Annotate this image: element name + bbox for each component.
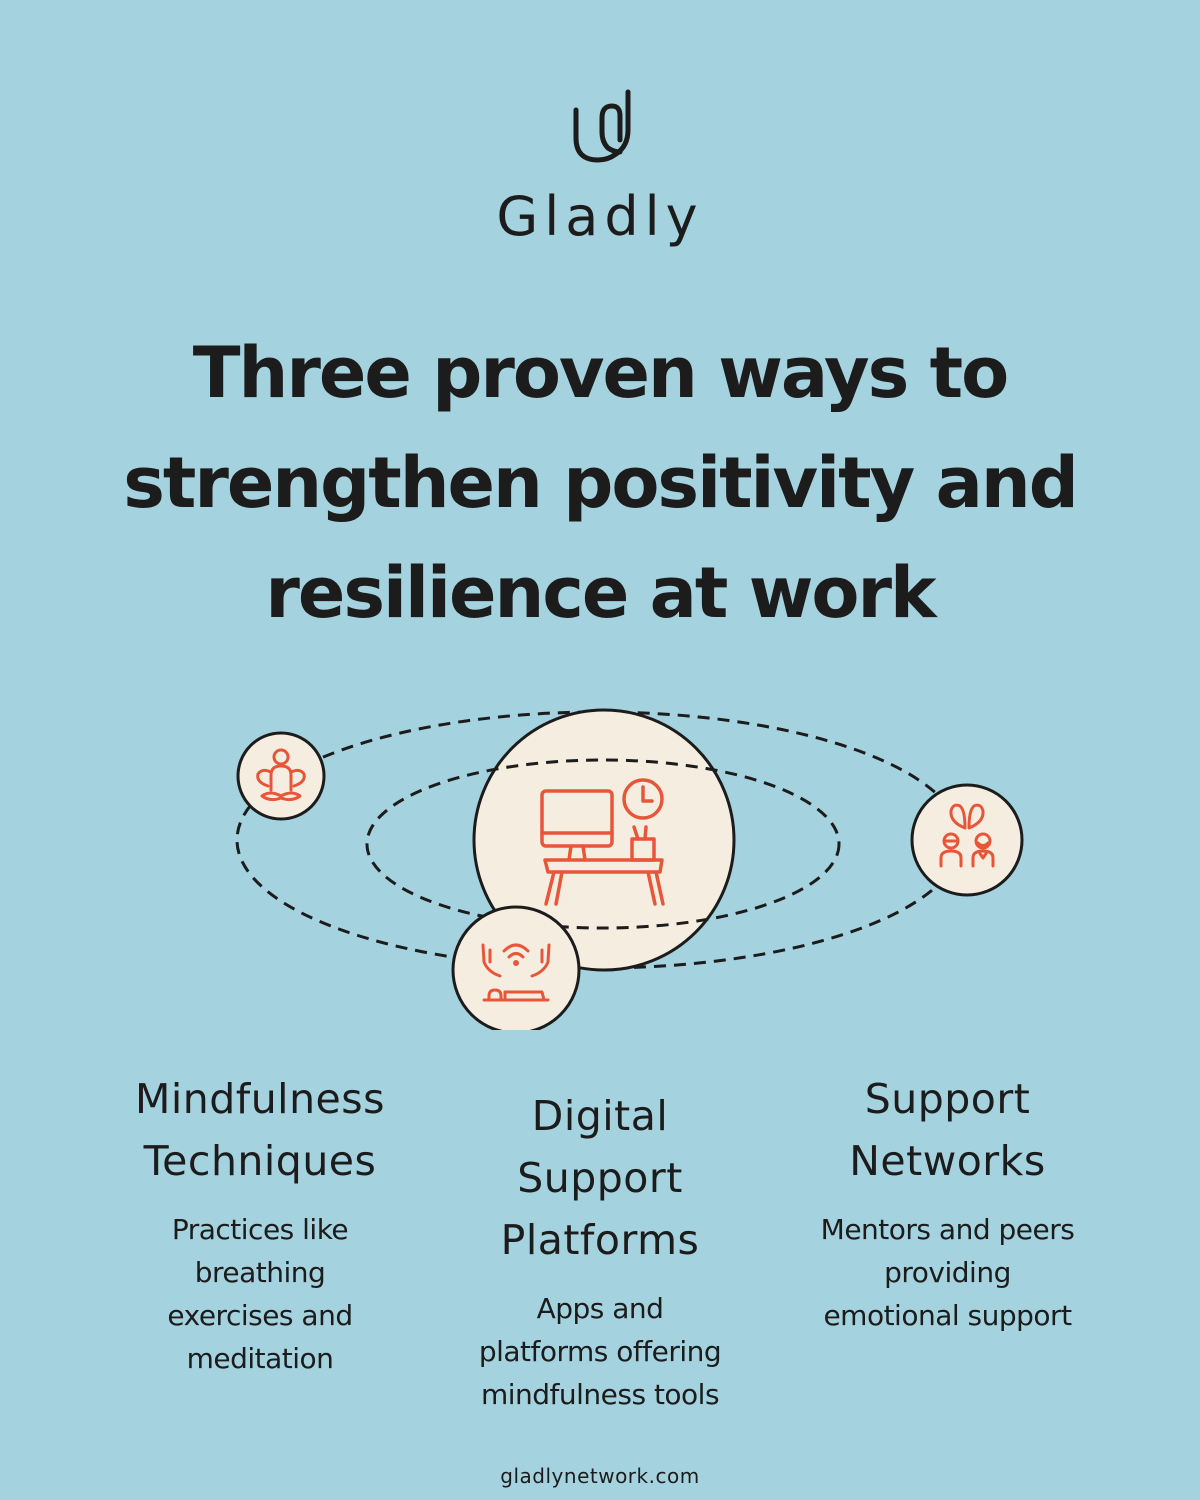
wireless-hands-icon <box>451 905 581 1030</box>
card-desc-line: Mentors and peers <box>820 1213 1075 1246</box>
card-digital-support-platforms: Digital Support Platforms Apps and platf… <box>430 1085 770 1416</box>
card-title-line: Mindfulness <box>134 1075 386 1123</box>
card-description: Mentors and peers providing emotional su… <box>775 1208 1120 1337</box>
card-desc-line: mindfulness tools <box>480 1378 720 1411</box>
support-people-heart-icon <box>910 783 1024 897</box>
orbit-illustration <box>235 708 1024 1030</box>
card-desc-line: Apps and <box>536 1292 664 1325</box>
footer-website-url: gladlynetwork.com <box>500 1464 700 1488</box>
card-description: Apps and platforms offering mindfulness … <box>430 1287 770 1416</box>
card-title-line: Techniques <box>143 1137 377 1185</box>
card-title: Digital Support Platforms <box>430 1085 770 1271</box>
card-desc-line: breathing <box>194 1256 326 1289</box>
paperclip-logo-icon <box>573 89 631 163</box>
card-desc-line: meditation <box>186 1342 334 1375</box>
inner-orbit <box>365 758 841 930</box>
card-title-line: Networks <box>849 1137 1046 1185</box>
card-mindfulness-techniques: Mindfulness Techniques Practices like br… <box>90 1068 430 1380</box>
brand-name: Gladly <box>496 185 704 248</box>
card-title-line: Digital <box>531 1092 669 1140</box>
page-title: Three proven ways to strengthen positivi… <box>60 318 1140 648</box>
card-desc-line: providing <box>884 1256 1011 1289</box>
card-title-line: Support <box>864 1075 1031 1123</box>
card-desc-line: platforms offering <box>478 1335 722 1368</box>
card-desc-line: Practices like <box>171 1213 349 1246</box>
card-desc-line: emotional support <box>823 1299 1072 1332</box>
card-desc-line: exercises and <box>167 1299 353 1332</box>
meditation-icon <box>236 731 326 821</box>
headline-line: Three proven ways to <box>192 332 1009 414</box>
card-support-networks: Support Networks Mentors and peers provi… <box>775 1068 1120 1337</box>
headline-line: resilience at work <box>265 552 936 634</box>
card-title: Support Networks <box>775 1068 1120 1192</box>
card-title-line: Platforms <box>500 1216 700 1264</box>
card-title: Mindfulness Techniques <box>90 1068 430 1192</box>
headline-line: strengthen positivity and <box>123 442 1079 524</box>
card-description: Practices like breathing exercises and m… <box>90 1208 430 1380</box>
desk-computer-clock-icon <box>472 708 736 972</box>
card-title-line: Support <box>517 1154 683 1202</box>
